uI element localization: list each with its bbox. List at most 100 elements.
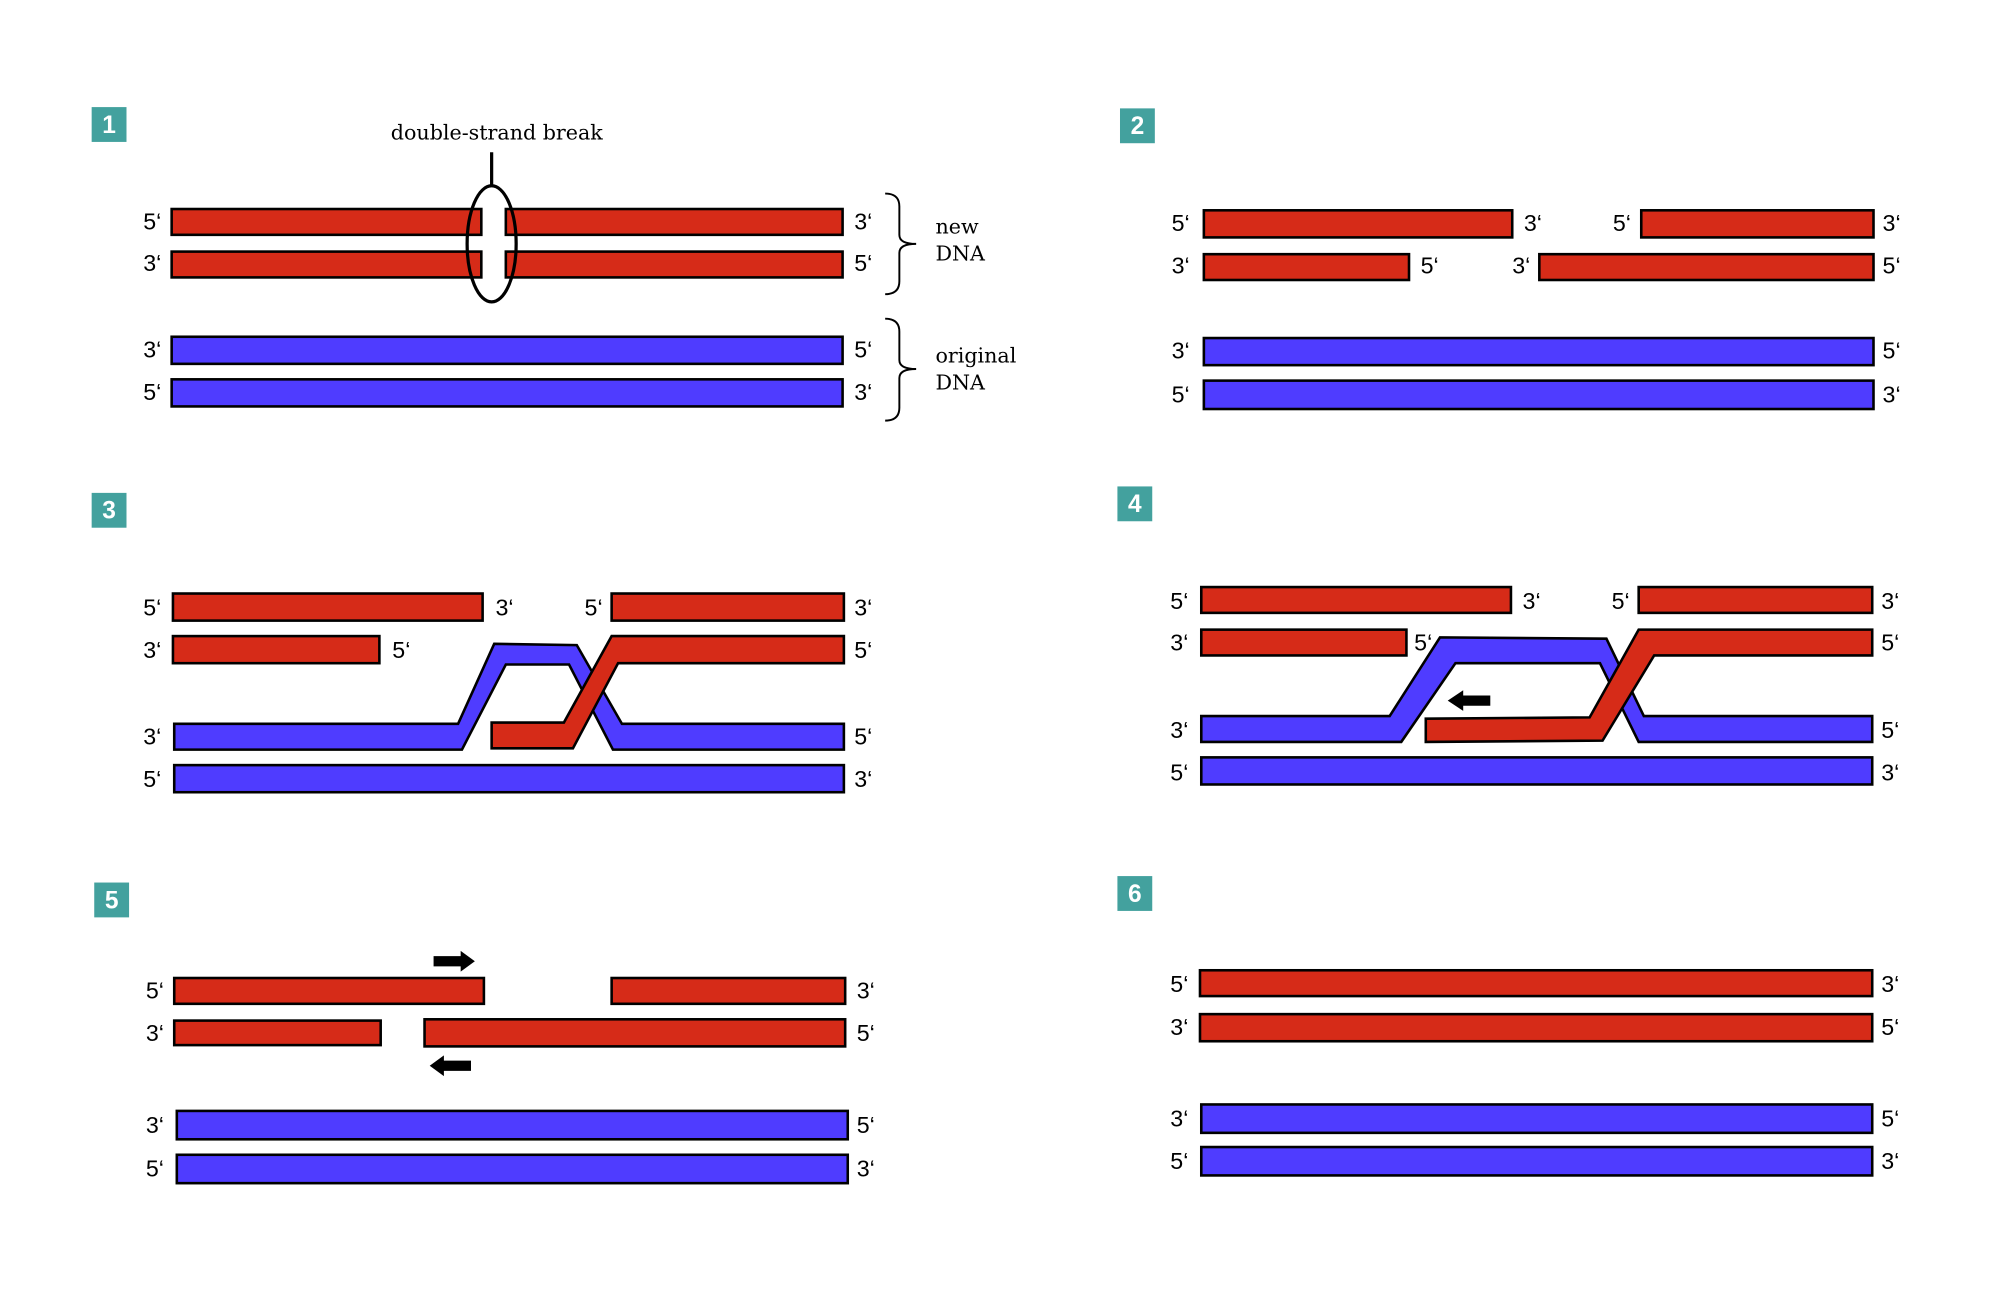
step-badge-2: [1119, 108, 1155, 144]
end-label: 3‘: [143, 723, 161, 749]
invading-new-strand: [1424, 628, 1874, 744]
original-dna-label: DNA: [935, 371, 986, 395]
break-annotation: double-strand break: [391, 120, 604, 144]
step-badge-3: [91, 492, 127, 528]
brace-original-dna: [885, 317, 917, 422]
end-label: 3‘: [1883, 382, 1901, 408]
end-label: 3‘: [146, 1020, 164, 1046]
step-number: 1: [102, 112, 116, 139]
end-label: 5‘: [1421, 253, 1439, 279]
panel-4: 4 5‘ 3‘ 5‘ 3‘ 3‘ 5‘ 5‘ 3‘ 5‘ 5‘ 3‘: [1117, 486, 1899, 786]
end-label: 5‘: [585, 594, 603, 620]
panel-2: 2 5‘ 3‘ 5‘ 3‘ 3‘ 5‘ 3‘ 5‘ 3‘ 5‘ 5‘ 3‘: [1119, 108, 1901, 411]
end-label: 5‘: [854, 336, 872, 362]
displaced-original-strand: [1199, 636, 1874, 744]
new-dna-label: DNA: [935, 242, 986, 266]
end-label: 3‘: [857, 1156, 875, 1182]
end-label: 3‘: [143, 336, 161, 362]
end-label: 3‘: [1170, 629, 1188, 655]
end-label: 3‘: [143, 250, 161, 276]
end-label: 3‘: [1170, 1014, 1188, 1040]
step-number: 4: [1128, 491, 1142, 518]
step-number: 3: [102, 498, 116, 525]
end-label: 5‘: [1881, 1105, 1899, 1131]
new-dna-strand: [1639, 209, 1875, 239]
original-dna-strand: [1202, 379, 1875, 411]
panel-5: 5 5‘ 3‘ 3‘ 5‘ 3‘ 5‘ 5‘ 3‘: [94, 882, 875, 1185]
new-dna-strand: [171, 634, 381, 665]
end-label: 5‘: [392, 637, 410, 663]
new-dna-strand: [1199, 628, 1408, 657]
end-label: 5‘: [1172, 382, 1190, 408]
original-dna-strand: [170, 335, 844, 366]
original-dna-label: original: [935, 344, 1016, 368]
end-label: 5‘: [143, 209, 161, 235]
original-dna-strand: [1202, 336, 1875, 367]
end-label: 5‘: [1170, 1148, 1188, 1174]
end-label: 3‘: [1881, 1148, 1899, 1174]
end-label: 5‘: [146, 978, 164, 1004]
new-dna-strand: [423, 1018, 847, 1048]
new-dna-strand: [610, 976, 847, 1006]
end-label: 3‘: [1524, 210, 1542, 236]
end-label: 3‘: [854, 594, 872, 620]
end-label: 3‘: [1881, 971, 1899, 997]
end-label: 3‘: [1172, 253, 1190, 279]
end-label: 5‘: [1883, 253, 1901, 279]
invading-new-strand: [490, 634, 846, 750]
end-label: 3‘: [1172, 338, 1190, 364]
new-dna-label: new: [935, 215, 978, 239]
new-dna-strand: [170, 207, 483, 237]
end-label: 3‘: [1883, 210, 1901, 236]
end-label: 3‘: [143, 637, 161, 663]
step-number: 2: [1131, 113, 1145, 140]
new-dna-strand: [1637, 585, 1874, 615]
new-dna-strand: [170, 250, 483, 279]
new-dna-strand: [1202, 252, 1411, 282]
panel-6: 6 5‘ 3‘ 3‘ 5‘ 3‘ 5‘ 5‘ 3‘: [1117, 876, 1899, 1177]
new-dna-strand: [1199, 585, 1513, 615]
step-badge-5: [94, 882, 130, 918]
new-dna-strand: [1202, 209, 1514, 239]
end-label: 5‘: [1170, 588, 1188, 614]
panel-1: 1 double-strand break new DNA original D…: [91, 107, 1016, 422]
new-dna-strand: [504, 207, 844, 237]
end-label: 3‘: [496, 594, 514, 620]
end-label: 5‘: [1881, 1014, 1899, 1040]
brace-new-dna: [885, 192, 917, 296]
original-dna-strand: [170, 378, 844, 408]
end-label: 3‘: [854, 766, 872, 792]
original-dna-strand: [1199, 1103, 1874, 1135]
end-label: 3‘: [857, 978, 875, 1004]
end-label: 5‘: [1414, 629, 1432, 655]
end-label: 5‘: [857, 1020, 875, 1046]
step-number: 6: [1128, 881, 1142, 908]
arrow-left-icon: [429, 1055, 471, 1077]
new-dna-strand: [610, 592, 846, 622]
end-label: 3‘: [146, 1112, 164, 1138]
new-dna-strand: [172, 976, 486, 1006]
break-marker-ellipse: [465, 184, 518, 304]
end-label: 5‘: [1170, 971, 1188, 997]
end-label: 3‘: [1523, 588, 1541, 614]
end-label: 5‘: [854, 250, 872, 276]
new-dna-strand: [1198, 968, 1874, 998]
end-label: 5‘: [1613, 210, 1631, 236]
panel-3: 3 5‘ 3‘ 5‘ 3‘ 3‘ 5‘ 5‘ 3‘ 5‘ 5‘ 3‘: [91, 492, 872, 794]
original-dna-strand: [1199, 756, 1874, 786]
end-label: 5‘: [146, 1156, 164, 1182]
new-dna-strand: [504, 250, 844, 279]
original-dna-strand: [175, 1153, 850, 1185]
new-dna-strand: [1538, 252, 1875, 282]
end-label: 3‘: [854, 379, 872, 405]
end-label: 5‘: [1172, 210, 1190, 236]
end-label: 3‘: [1881, 760, 1899, 786]
end-label: 5‘: [1170, 760, 1188, 786]
end-label: 5‘: [854, 723, 872, 749]
arrow-left-icon: [1447, 690, 1491, 711]
end-label: 5‘: [143, 766, 161, 792]
end-label: 5‘: [143, 594, 161, 620]
displaced-original-strand: [172, 642, 846, 751]
new-dna-strand: [172, 1019, 382, 1047]
step-badge-1: [91, 107, 127, 142]
